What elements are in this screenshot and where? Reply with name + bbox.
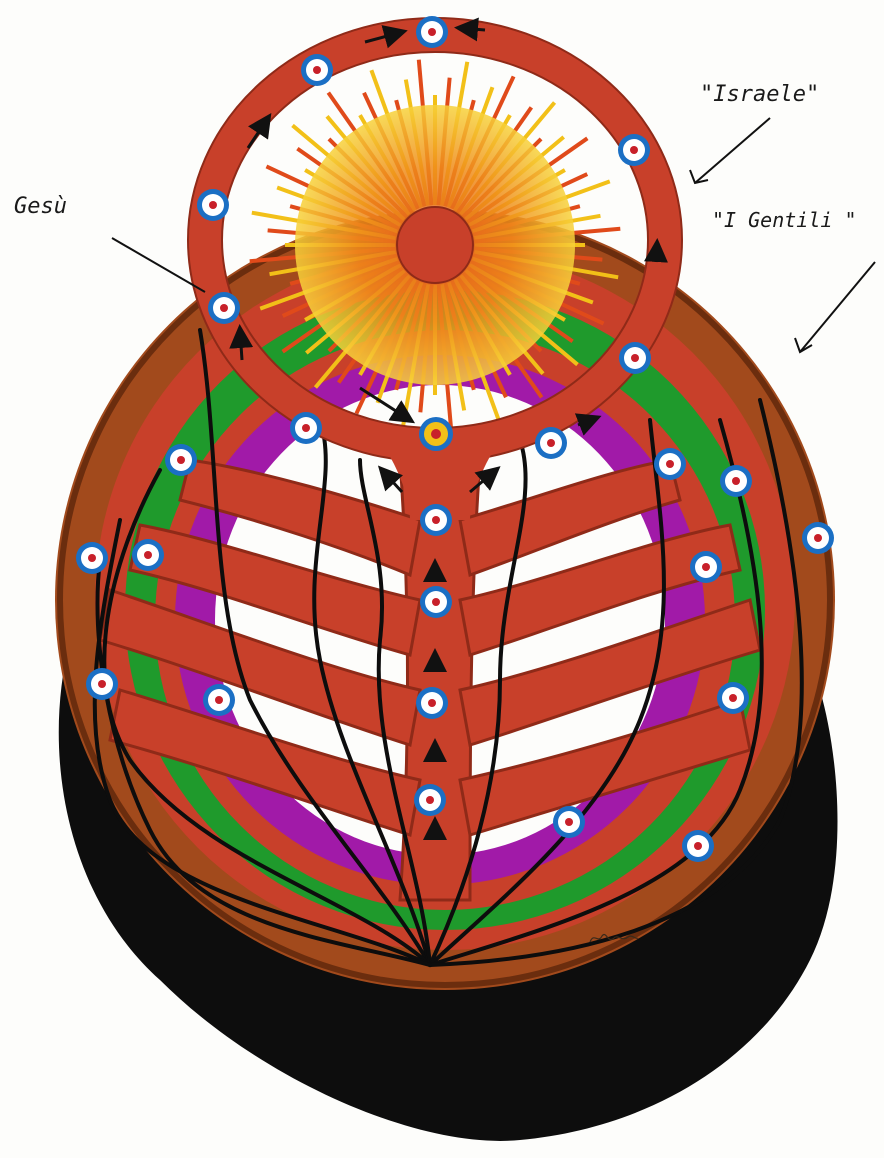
eye-dot-icon — [717, 682, 749, 714]
eye-dot-icon — [416, 16, 448, 48]
eye-dot-icon — [86, 668, 118, 700]
eye-dot-icon — [132, 539, 164, 571]
eye-dot-icon — [76, 542, 108, 574]
label-israele: "Israele" — [700, 82, 819, 107]
eye-dot-icon — [420, 504, 452, 536]
label-gesu: Gesù — [14, 194, 67, 219]
eye-dot-icon — [414, 784, 446, 816]
eye-dot-icon — [654, 448, 686, 480]
eye-dot-icon — [290, 412, 322, 444]
artist-signature — [588, 930, 640, 946]
center-dot-icon — [419, 417, 453, 451]
eye-dot-icon — [682, 830, 714, 862]
eye-dot-icon — [165, 444, 197, 476]
eye-dot-icon — [618, 134, 650, 166]
eye-dot-icon — [802, 522, 834, 554]
eye-dot-icon — [720, 465, 752, 497]
eye-dot-icon — [416, 687, 448, 719]
eye-dot-icon — [420, 586, 452, 618]
eye-dot-icon — [690, 551, 722, 583]
eye-dot-icon — [203, 684, 235, 716]
eye-dot-icon — [619, 342, 651, 374]
eye-dot-icon — [208, 292, 240, 324]
eye-dot-icon — [535, 427, 567, 459]
eye-dot-icon — [197, 189, 229, 221]
eye-dot-icon — [301, 54, 333, 86]
eye-dot-icon — [553, 806, 585, 838]
label-gentili: "I Gentili " — [712, 208, 857, 232]
